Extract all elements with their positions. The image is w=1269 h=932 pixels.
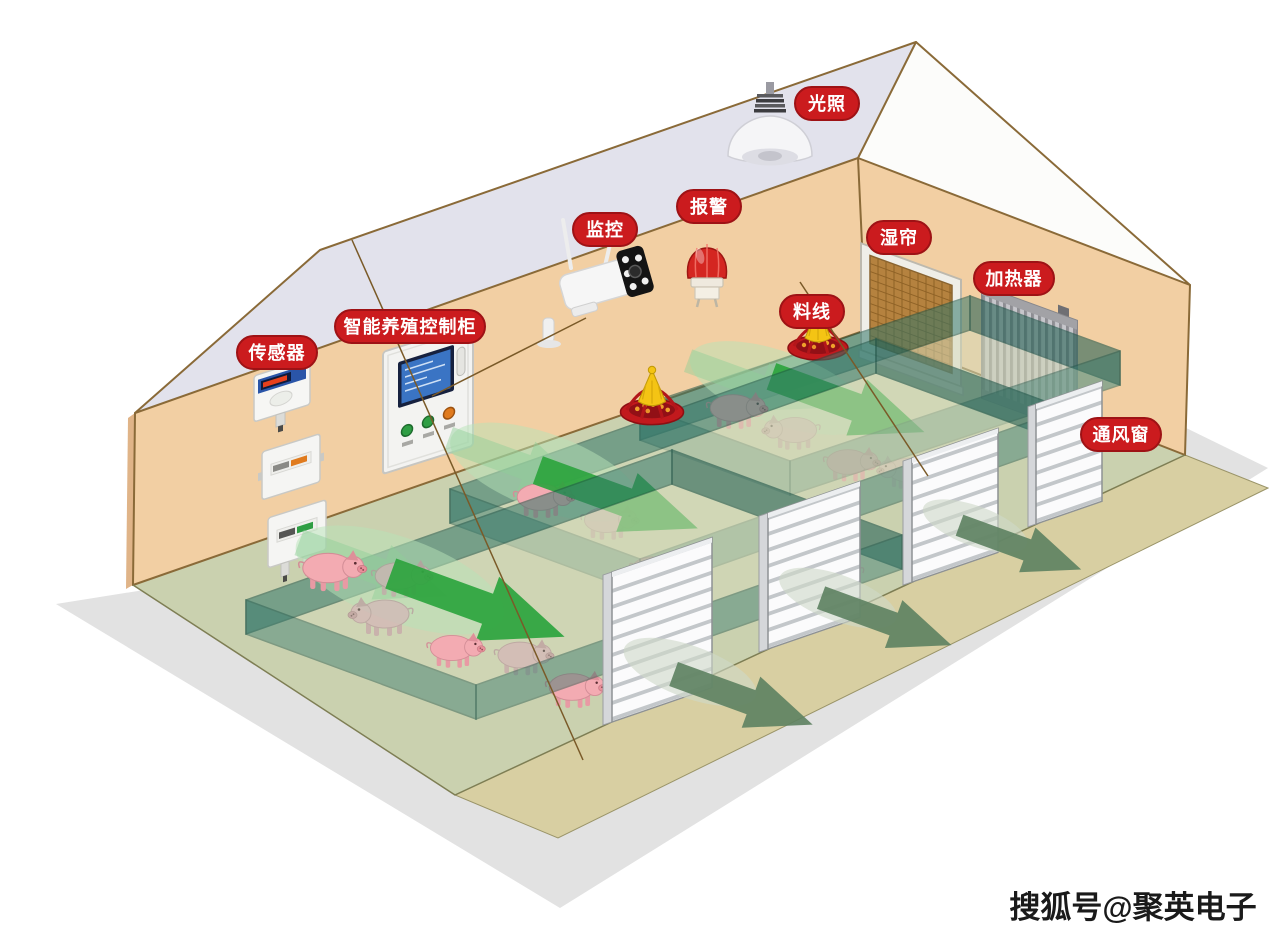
exit-arrow-a (623, 637, 822, 751)
label-feed-line-text: 料线 (793, 301, 831, 322)
exit-arrow-b (779, 567, 961, 670)
label-control-cabinet-text: 智能养殖控制柜 (344, 316, 477, 337)
label-wet-curtain: 湿帘 (866, 220, 932, 255)
label-vent-window-text: 通风窗 (1093, 424, 1150, 445)
label-lighting-text: 光照 (807, 93, 846, 114)
label-sensor-text: 传感器 (248, 342, 306, 363)
label-vent-window: 通风窗 (1080, 417, 1162, 452)
watermark: 搜狐号@聚英电子 (1009, 890, 1256, 925)
alarm-beacon (686, 244, 728, 308)
label-alarm-text: 报警 (690, 196, 728, 217)
sensor-box-3 (267, 499, 327, 583)
label-camera-text: 监控 (586, 219, 624, 240)
gable-triangle (858, 42, 1190, 285)
sensor-box-1 (253, 358, 311, 433)
label-sensor: 传感器 (236, 335, 318, 370)
vent-window-louver (1027, 380, 1103, 528)
roof-inner-slope (135, 42, 916, 413)
sensor-box-2 (258, 433, 324, 500)
exit-arrow-c (922, 499, 1090, 592)
label-control-cabinet: 智能养殖控制柜 (334, 309, 486, 344)
label-alarm: 报警 (676, 189, 742, 224)
label-heater-text: 加热器 (985, 268, 1043, 289)
security-camera (537, 212, 654, 348)
label-heater: 加热器 (973, 261, 1055, 296)
label-camera: 监控 (572, 212, 638, 247)
highbay-lamp (727, 82, 813, 166)
label-wet-curtain-text: 湿帘 (880, 227, 918, 248)
label-feed-line: 料线 (779, 294, 845, 329)
equipment-labels: 光照 报警 监控 湿帘 加热器 料线 智能养殖控制柜 传感器 (236, 86, 1162, 452)
label-lighting: 光照 (794, 86, 860, 121)
